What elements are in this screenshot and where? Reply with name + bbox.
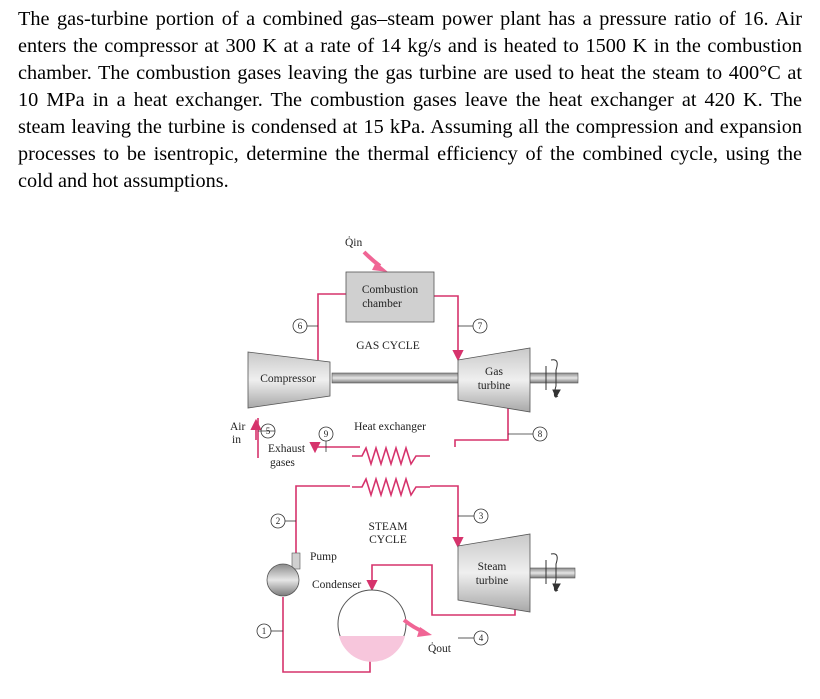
steam-turbine [457,533,531,613]
heat-in-arrow [362,250,388,272]
steam-cycle-label-2: CYCLE [369,534,407,546]
svg-text:9: 9 [324,429,329,439]
gas-generator-coupling [545,359,561,399]
svg-text:4: 4 [479,633,484,643]
gas-cycle-label: GAS CYCLE [356,340,420,352]
exhaust-label-1: Exhaust [268,443,306,455]
svg-text:6: 6 [298,321,303,331]
svg-text:8: 8 [538,429,543,439]
pump [266,563,300,597]
svg-text:5: 5 [266,426,271,436]
heat-out-arrow [402,618,432,637]
gas-turbine-label-1: Gas [485,366,503,378]
svg-text:3: 3 [479,511,484,521]
compressor-label: Compressor [260,373,316,385]
steam-cycle-label-1: STEAM [369,521,408,533]
heat-exchanger-label: Heat exchanger [354,421,426,433]
svg-text:7: 7 [478,321,483,331]
pump-body [291,552,301,570]
steam-turbine-label-2: turbine [476,575,509,587]
svg-text:2: 2 [276,516,281,526]
combustion-chamber [345,271,435,323]
steam-generator-coupling [545,553,561,593]
combustion-chamber-label-1: Combustion [362,284,418,296]
combustion-chamber-label-2: chamber [362,298,402,310]
heat-exchanger-coils [352,445,430,498]
state-numbers: 6 7 5 9 8 2 3 4 1 [262,321,543,643]
exhaust-label-2: gases [270,457,295,469]
problem-statement: The gas-turbine portion of a combined ga… [18,8,802,192]
condenser-label: Condenser [312,579,361,591]
state-ticks [258,325,533,639]
compressor [247,351,331,409]
pump-label: Pump [310,551,337,563]
gas-turbine-label-2: turbine [478,380,511,392]
air-in-label: in [232,434,241,446]
svg-text:1: 1 [262,626,267,636]
steam-turbine-label-1: Steam [478,561,507,573]
q-in-label: Q̇in [345,235,363,249]
gas-shaft [331,372,579,384]
q-out-label: Q̇out [428,641,452,655]
air-label: Air [230,421,246,433]
gas-turbine [457,347,531,413]
condensate [339,636,405,662]
steam-cycle-pipes [282,485,516,673]
